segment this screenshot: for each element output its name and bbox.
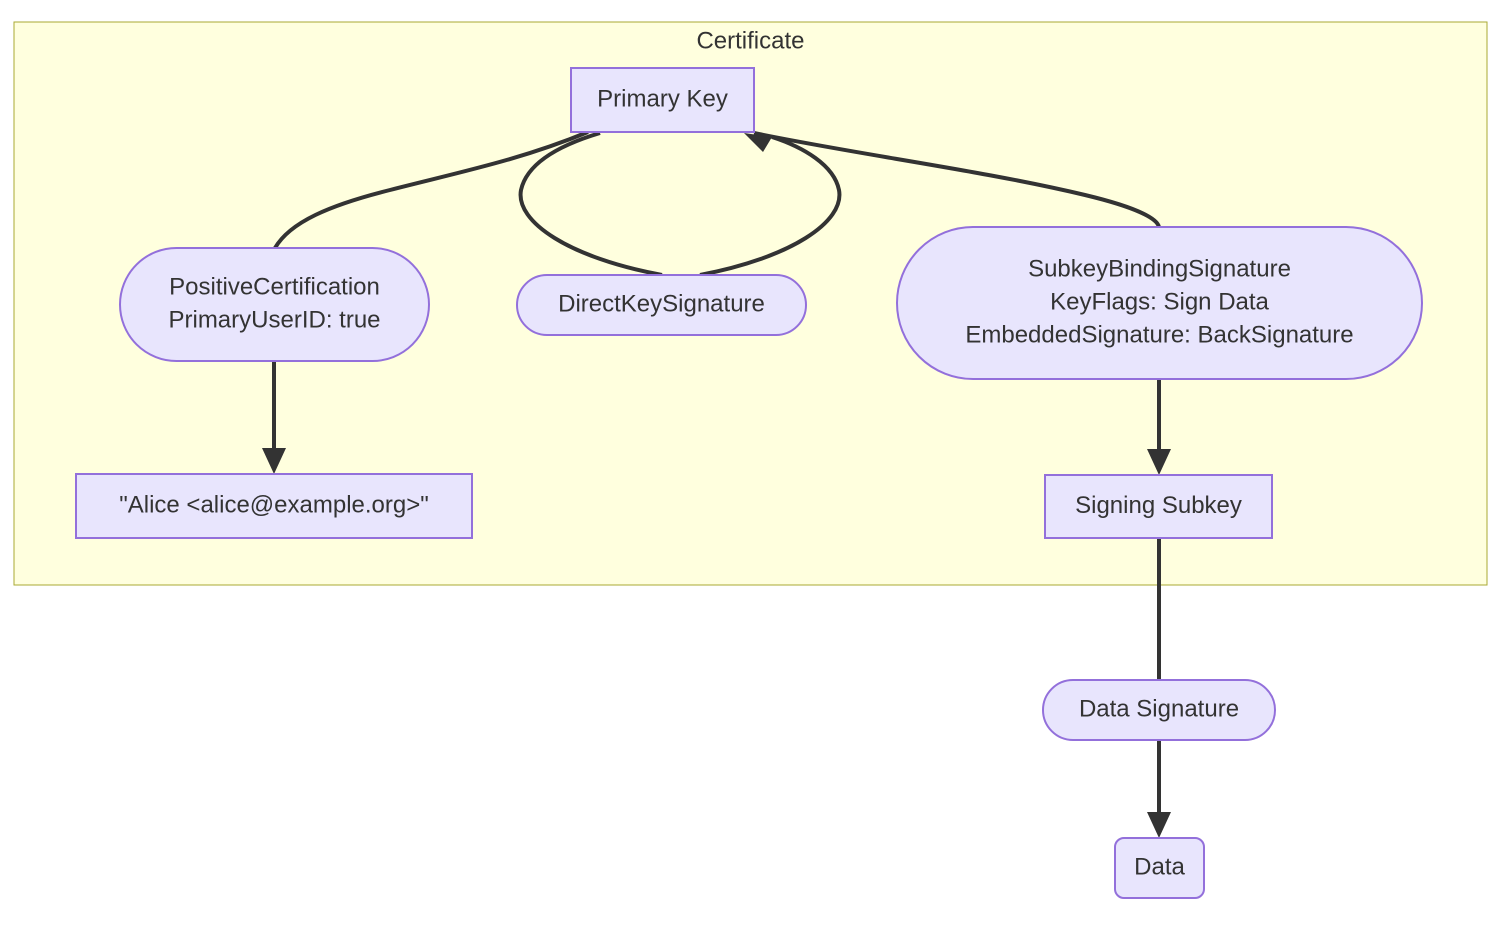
node-signing-subkey[interactable]: Signing Subkey [1044,474,1273,539]
edge-primarykey-positivecertification [273,130,589,250]
edge-primarykey-subkeybinding [753,131,1161,228]
node-subkey-binding-signature-label-line-1: SubkeyBindingSignature [1028,255,1291,282]
node-user-id-label-line-1: "Alice <alice@example.org>" [119,491,429,518]
node-direct-key-signature[interactable]: DirectKeySignature [516,274,807,336]
node-data-label-line-1: Data [1134,853,1185,880]
node-signing-subkey-shape[interactable] [1044,474,1273,539]
node-data-signature-shape[interactable] [1042,679,1276,741]
cluster-certificate-label: Certificate [696,27,804,54]
node-user-id[interactable]: "Alice <alice@example.org>" [75,473,473,539]
node-data[interactable]: Data [1114,837,1205,899]
edges-layer [262,130,1171,838]
node-subkey-binding-signature-shape[interactable] [896,226,1423,380]
node-direct-key-signature-label-line-1: DirectKeySignature [558,290,765,317]
arrowhead-directkeysignature-primarykey [744,133,772,152]
node-data-signature-label-line-1: Data Signature [1079,695,1239,722]
node-primary-key[interactable]: Primary Key [570,67,755,133]
node-subkey-binding-signature-label-line-2: KeyFlags: Sign Data [1050,288,1269,315]
arrowhead-positivecertification-userid [262,448,286,474]
node-data-shape[interactable] [1114,837,1205,899]
node-positive-certification-label-line-1: PositiveCertification [169,273,380,300]
edge-directkeysignature-primarykey [699,135,842,277]
node-positive-certification-shape[interactable] [119,247,430,362]
node-direct-key-signature-shape[interactable] [516,274,807,336]
arrowhead-datasignature-data [1147,812,1171,838]
nodes-layer: Primary KeyPositiveCertificationPrimaryU… [75,67,1423,899]
node-user-id-shape[interactable] [75,473,473,539]
node-primary-key-shape[interactable] [570,67,755,133]
node-signing-subkey-label-line-1: Signing Subkey [1075,492,1242,519]
node-positive-certification-label-line-2: PrimaryUserID: true [168,306,380,333]
node-data-signature[interactable]: Data Signature [1042,679,1276,741]
node-subkey-binding-signature-label-line-3: EmbeddedSignature: BackSignature [965,321,1353,348]
edge-primarykey-directkeysignature [518,131,663,277]
node-primary-key-label-line-1: Primary Key [597,85,728,112]
arrowhead-subkeybinding-signingsubkey [1147,449,1171,475]
